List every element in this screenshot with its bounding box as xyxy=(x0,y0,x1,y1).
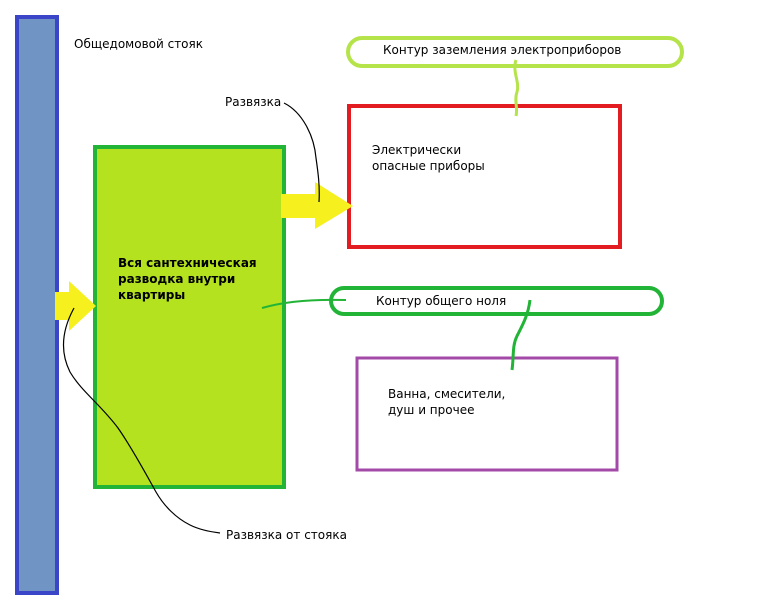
riser-label: Общедомовой стояк xyxy=(74,37,203,51)
riser-to-plumbing-arrow xyxy=(55,281,96,331)
bath-box xyxy=(355,356,619,472)
plumbing-label-line-1: Вся сантехническая xyxy=(118,256,257,270)
riser-column xyxy=(15,15,59,595)
zero-loop-oval xyxy=(329,286,664,316)
bath-label: Ванна, смесители, душ и прочее xyxy=(388,386,588,418)
bath-label-line-1: Ванна, смесители, xyxy=(388,387,506,401)
plumbing-box xyxy=(93,145,286,489)
zero-plumbing-connector xyxy=(261,298,347,309)
bath-label-line-2: душ и прочее xyxy=(388,403,475,417)
electric-devices-box xyxy=(347,104,622,249)
electric-devices-label: Электрически опасные приборы xyxy=(372,142,572,174)
plumbing-label: Вся сантехническая разводка внутри кварт… xyxy=(118,255,278,303)
ground-connector xyxy=(513,59,520,117)
plumbing-label-line-3: квартиры xyxy=(118,288,186,302)
electric-devices-label-line-2: опасные приборы xyxy=(372,159,485,173)
riser-branch-pointer-line xyxy=(63,307,221,534)
branch-label: Развязка xyxy=(225,95,282,109)
zero-bath-connector xyxy=(510,299,532,371)
plumbing-label-line-2: разводка внутри xyxy=(118,272,236,286)
electric-devices-label-line-1: Электрически xyxy=(372,143,462,157)
branch-pointer-line xyxy=(283,102,320,203)
zero-loop-label: Контур общего ноля xyxy=(376,294,507,308)
ground-loop-label: Контур заземления электроприборов xyxy=(383,43,622,57)
plumbing-to-electric-arrow xyxy=(281,182,353,229)
riser-branch-label: Развязка от стояка xyxy=(226,528,347,542)
